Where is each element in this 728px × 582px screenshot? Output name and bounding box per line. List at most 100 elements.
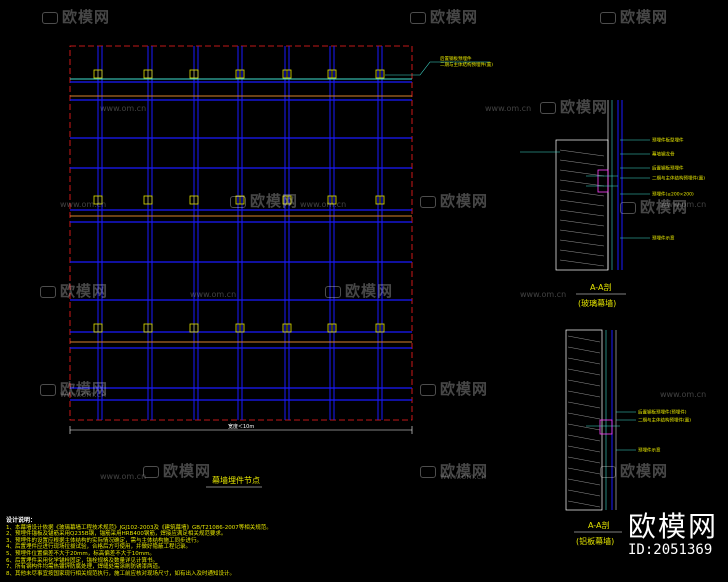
watermark-url-10: www.om.cn xyxy=(440,472,487,481)
wall-section xyxy=(565,329,603,511)
section-glass-title: A-A剖 xyxy=(590,282,611,292)
watermark-text: 欧模网 xyxy=(345,282,394,300)
embed-plate-2 xyxy=(599,419,613,435)
watermark-7: 欧模网 xyxy=(40,280,108,301)
hatch-line-3 xyxy=(559,179,605,187)
design-notes: 设计说明： 1、本幕墙设计依据《玻璃幕墙工程技术规范》JGJ102-2003及《… xyxy=(6,517,646,578)
top-callout-2: 二期与主体结构预埋件(置) xyxy=(440,61,493,68)
watermark-1: 欧模网 xyxy=(410,6,478,27)
hatch-line-5 xyxy=(559,199,605,207)
glass-callout-5: 预埋件示意 xyxy=(652,235,675,242)
watermark-text: 欧模网 xyxy=(620,462,669,480)
glass-callout-1: 幕墙钢龙骨 xyxy=(652,151,675,158)
watermark-text: 欧模网 xyxy=(62,8,111,26)
watermark-text: 欧模网 xyxy=(620,8,669,26)
watermark-logo-icon xyxy=(540,101,556,114)
watermark-url-3: www.om.cn xyxy=(300,200,347,209)
watermark-url-8: www.om.cn xyxy=(660,390,707,399)
watermark-text: 欧模网 xyxy=(250,192,299,210)
wall-hatch-line-10 xyxy=(567,445,601,453)
watermark-5: 欧模网 xyxy=(420,190,488,211)
watermark-url-5: www.om.cn xyxy=(190,290,237,299)
notes-lines: 1、本幕墙设计依据《玻璃幕墙工程技术规范》JGJ102-2003及《建筑幕墙》G… xyxy=(6,525,646,578)
wall-hatch-line-1 xyxy=(567,346,601,354)
wall-hatch-line-9 xyxy=(567,434,601,442)
watermark-9: 欧模网 xyxy=(40,378,108,399)
concrete-hatch xyxy=(559,149,605,267)
stone-callout-2: 预埋件示意 xyxy=(638,447,661,454)
stone-callout-1: 二期与主体结构预埋件(置) xyxy=(638,417,691,424)
watermark-url-4: www.om.cn xyxy=(660,200,707,209)
watermark-6: 欧模网 xyxy=(620,196,688,217)
horizontal-mullions xyxy=(70,81,412,401)
glass-callout-3: 二期与主体结构预埋件(置) xyxy=(652,175,705,182)
watermark-logo-icon xyxy=(143,465,159,478)
wall-hatch-line-2 xyxy=(567,357,601,365)
wall-hatch-line-5 xyxy=(567,390,601,398)
wall-hatch-line-4 xyxy=(567,379,601,387)
wall-hatch-line-11 xyxy=(567,456,601,464)
hatch-line-4 xyxy=(559,189,605,197)
watermark-url-9: www.om.cn xyxy=(100,472,147,481)
section-aluminium-curtain-wall: 后置钢板预埋件(预埋件)二期与主体结构预埋件(置)预埋件示意 A-A剖 (铝板幕… xyxy=(565,329,691,546)
glass-callout-4: 预埋件(≥200×200) xyxy=(652,191,694,198)
watermark-url-0: www.om.cn xyxy=(100,104,147,113)
watermark-url-2: www.om.cn xyxy=(60,200,107,209)
note-line-5: 6、后置埋件采用化学锚栓固定，锚栓规格及数量详见计算书。 xyxy=(6,557,159,564)
vertical-mullions xyxy=(97,46,383,420)
glass-callout-0: 预埋件板型埋件 xyxy=(652,137,684,144)
watermark-11: 欧模网 xyxy=(143,460,211,481)
watermark-logo-icon xyxy=(420,195,436,208)
note-line-1: 2、预埋件锚板及锚筋采用Q235B钢，锚筋采用HRB400钢筋，焊接应满足相关规… xyxy=(6,531,227,538)
watermark-text: 欧模网 xyxy=(640,198,689,216)
floor-slab-bands xyxy=(70,95,412,343)
wall-hatch-line-7 xyxy=(567,412,601,420)
wall-hatch xyxy=(567,335,601,508)
brand-id: ID:2051369 xyxy=(627,542,713,558)
aluminium-section-callouts: 后置钢板预埋件(预埋件)二期与主体结构预埋件(置)预埋件示意 xyxy=(616,409,691,454)
watermark-logo-icon xyxy=(420,383,436,396)
hatch-line-9 xyxy=(559,239,605,247)
watermark-2: 欧模网 xyxy=(600,6,668,27)
top-callout-leader xyxy=(385,61,490,76)
watermark-4: 欧模网 xyxy=(230,190,298,211)
wall-hatch-line-8 xyxy=(567,423,601,431)
glass-callout-2: 后置钢板预埋件 xyxy=(652,165,684,172)
watermark-text: 欧模网 xyxy=(440,192,489,210)
brand-footer: 欧模网 ID:2051369 xyxy=(627,510,718,559)
hatch-line-2 xyxy=(559,169,605,177)
watermark-text: 欧模网 xyxy=(560,98,609,116)
watermark-url-1: www.om.cn xyxy=(485,104,532,113)
section-glass-subtitle: (玻璃幕墙) xyxy=(578,298,616,308)
watermark-url-6: www.om.cn xyxy=(520,290,567,299)
hatch-line-11 xyxy=(559,259,605,267)
brand-name: 欧模网 xyxy=(627,510,718,543)
top-callout-1: 后置钢板预埋件 xyxy=(440,55,472,62)
watermark-logo-icon xyxy=(40,383,56,396)
wall-hatch-line-15 xyxy=(567,500,601,508)
hatch-line-8 xyxy=(559,229,605,237)
watermark-text: 欧模网 xyxy=(440,462,489,480)
curtain-wall-elevation: 宽度＜10m 幕墙埋件节点 后置钢板预埋件 二期与主体结构预埋件(置) xyxy=(69,45,493,488)
main-drawing-title: 幕墙埋件节点 xyxy=(212,475,260,485)
note-line-6: 7、所有钢构件均需热镀锌防腐处理，焊缝处需涂刷防锈漆两道。 xyxy=(6,564,164,571)
watermark-logo-icon xyxy=(42,11,58,24)
watermark-8: 欧模网 xyxy=(325,280,393,301)
note-line-2: 3、预埋件的设置应根据主体结构的实际情况确定，需与主体结构施工同步进行。 xyxy=(6,537,203,544)
concrete-slab xyxy=(555,139,609,271)
hatch-line-7 xyxy=(559,219,605,227)
watermark-text: 欧模网 xyxy=(60,380,109,398)
watermark-logo-icon xyxy=(600,465,616,478)
wall-hatch-line-0 xyxy=(567,335,601,343)
wall-hatch-line-12 xyxy=(567,467,601,475)
watermark-text: 欧模网 xyxy=(163,462,212,480)
watermark-0: 欧模网 xyxy=(42,6,110,27)
wall-hatch-line-13 xyxy=(567,478,601,486)
watermark-logo-icon xyxy=(420,465,436,478)
wall-hatch-line-14 xyxy=(567,489,601,497)
hatch-line-0 xyxy=(559,149,605,157)
section-stone-title: A-A剖 xyxy=(588,520,609,530)
note-line-7: 8、其他未尽事宜按国家现行相关规范执行，施工前应核对现场尺寸，如有出入及时通知设… xyxy=(6,570,236,577)
